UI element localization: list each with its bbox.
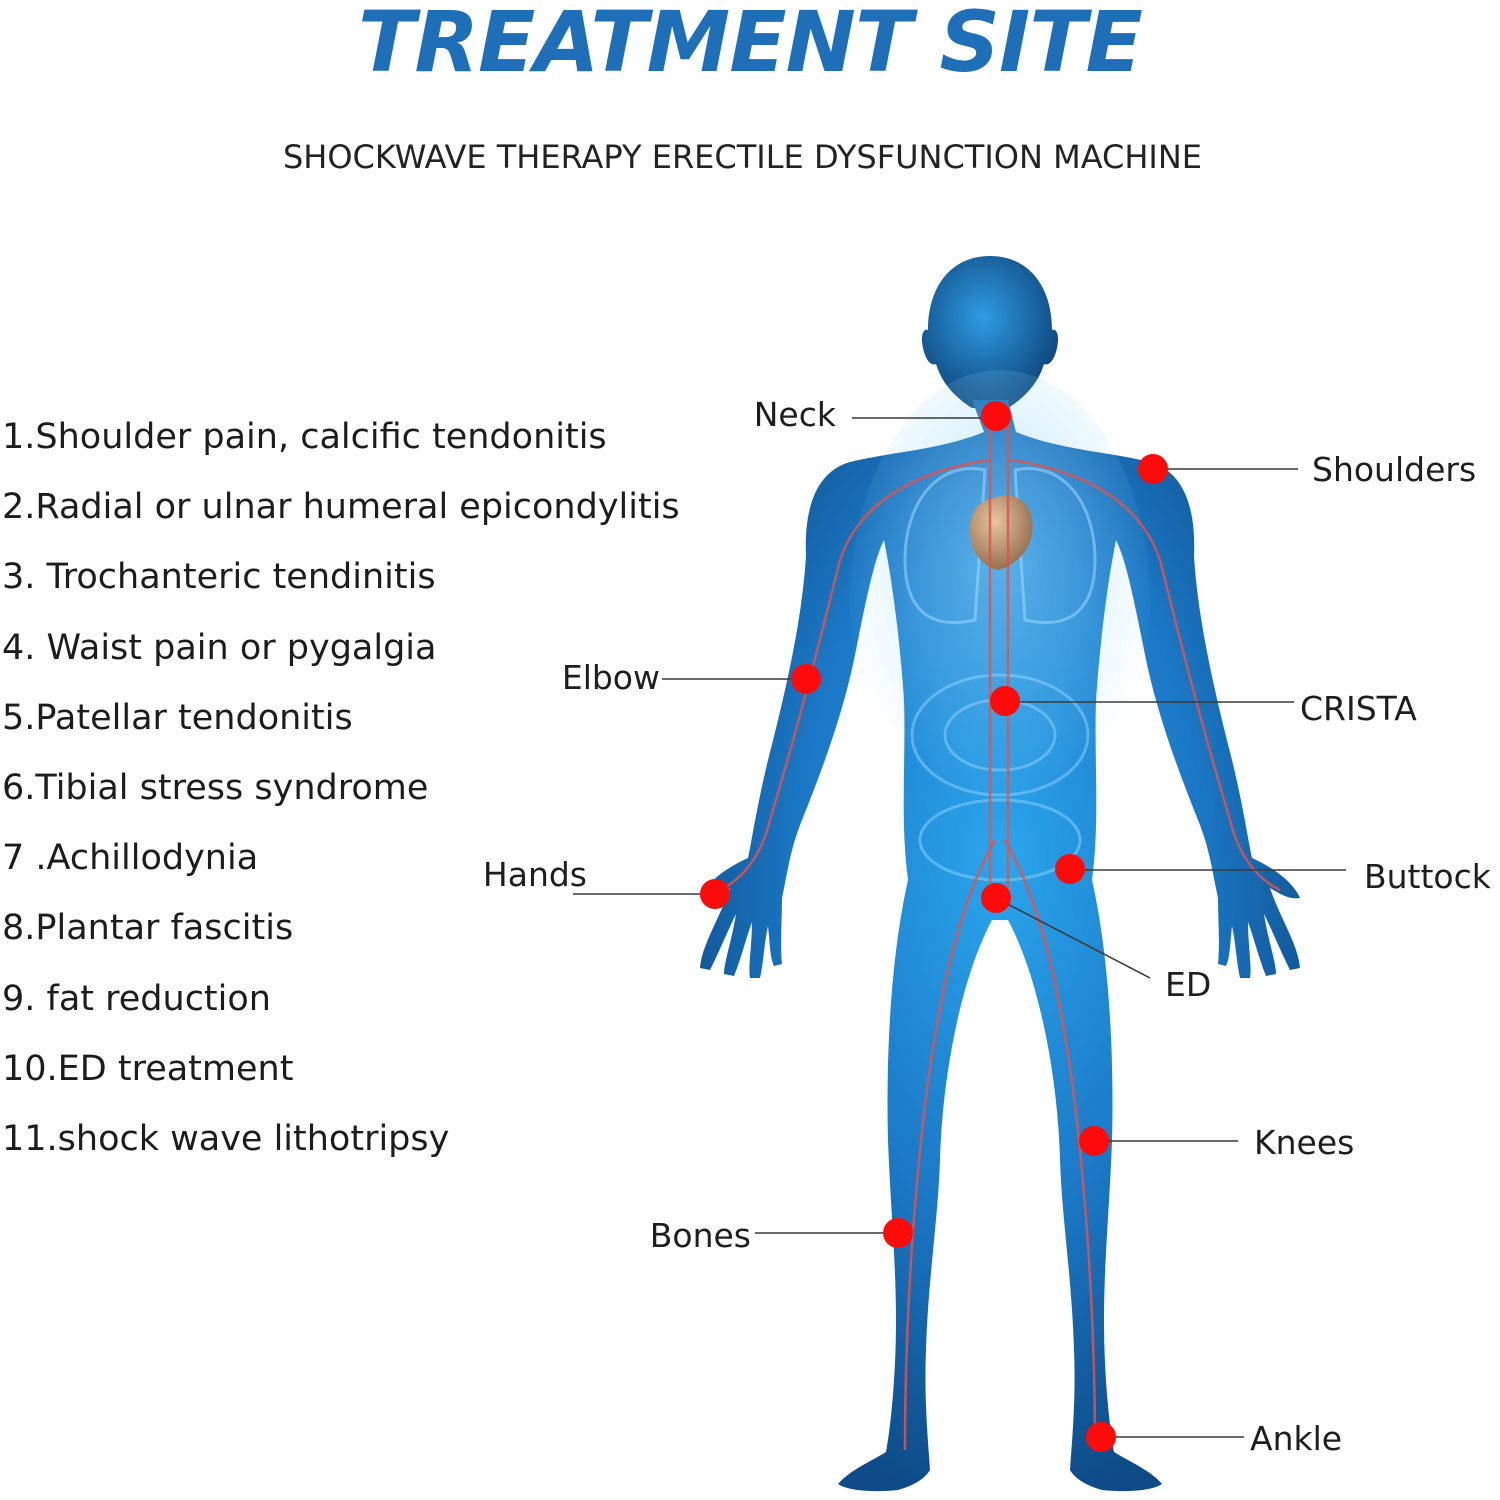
label-neck: Neck xyxy=(754,395,837,434)
heart xyxy=(969,495,1033,570)
page-subtitle: SHOCKWAVE THERAPY ERECTILE DYSFUNCTION M… xyxy=(282,138,1203,176)
marker-elbow xyxy=(791,664,821,694)
marker-ankle xyxy=(1086,1422,1116,1452)
torso-and-limbs xyxy=(700,400,1300,1492)
list-item: 4. Waist pain or pygalgia xyxy=(2,627,437,668)
marker-neck xyxy=(981,401,1011,431)
torso-glow xyxy=(850,370,1150,830)
list-item: 8.Plantar fascitis xyxy=(2,908,294,949)
leader-lines xyxy=(573,417,1346,1438)
marker-shoulders xyxy=(1138,454,1168,484)
list-item: 10.ED treatment xyxy=(2,1048,294,1089)
head xyxy=(921,256,1059,408)
list-item: 11.shock wave lithotripsy xyxy=(2,1118,450,1159)
label-bones: Bones xyxy=(650,1216,751,1255)
marker-hands xyxy=(700,879,730,909)
list-item: 3. Trochanteric tendinitis xyxy=(2,557,436,598)
lungs-outline xyxy=(903,467,1097,624)
label-hands: Hands xyxy=(483,855,587,894)
list-item: 7 .Achillodynia xyxy=(2,838,259,879)
label-crista: CRISTA xyxy=(1300,689,1417,728)
site-labels: Neck Shoulders Elbow CRISTA Hands Buttoc… xyxy=(483,395,1492,1458)
indications-list: 1.Shoulder pain, calcific tendonitis 2.R… xyxy=(2,408,680,1180)
label-buttock: Buttock xyxy=(1364,857,1492,896)
marker-bones xyxy=(883,1218,913,1248)
label-ed: ED xyxy=(1165,965,1211,1004)
list-item: 6.Tibial stress syndrome xyxy=(2,767,429,808)
human-figure xyxy=(700,256,1300,1492)
marker-ed xyxy=(981,883,1011,913)
list-item: 5.Patellar tendonitis xyxy=(2,697,353,738)
blood-vessels xyxy=(719,420,1281,1451)
site-markers xyxy=(700,401,1168,1452)
marker-crista xyxy=(990,686,1020,716)
label-shoulders: Shoulders xyxy=(1312,450,1476,489)
page-title: TREATMENT SITE xyxy=(358,0,1143,91)
list-item: 1.Shoulder pain, calcific tendonitis xyxy=(2,417,607,457)
label-elbow: Elbow xyxy=(562,658,660,697)
list-item: 2.Radial or ulnar humeral epicondylitis xyxy=(2,487,680,528)
marker-buttock xyxy=(1055,854,1085,884)
label-ankle: Ankle xyxy=(1250,1419,1342,1458)
marker-knees xyxy=(1079,1126,1109,1156)
label-knees: Knees xyxy=(1254,1123,1354,1162)
list-item: 9. fat reduction xyxy=(2,978,271,1019)
